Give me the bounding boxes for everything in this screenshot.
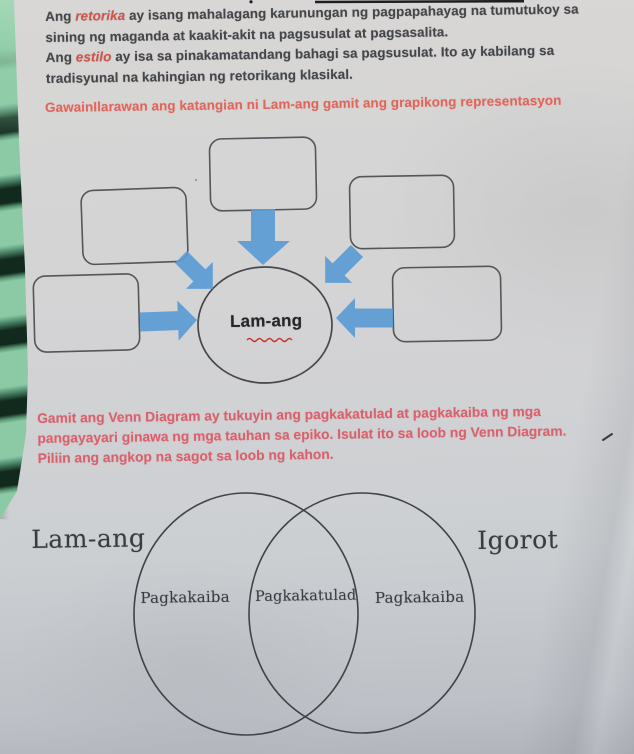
activity2-instructions: Gamit ang Venn Diagram ay tukuyin ang pa… [37, 401, 598, 469]
organizer-center-label: Lam-ang [229, 310, 303, 331]
venn-right-title: Igorot [477, 524, 559, 555]
venn-right-region-label: Pagkakaiba [374, 587, 465, 607]
venn-left-region-label: Pagkakaiba [140, 587, 230, 607]
intro-paragraphs: Ang retorika ay isang mahalagang karunun… [45, 0, 606, 89]
accent-word-retorika: retorika [75, 7, 126, 24]
accent-word-estilo: estilo [75, 49, 112, 65]
venn-left-title: Lam-ang [31, 523, 146, 554]
venn-middle-region-label: Pagkakatulad [255, 587, 357, 605]
